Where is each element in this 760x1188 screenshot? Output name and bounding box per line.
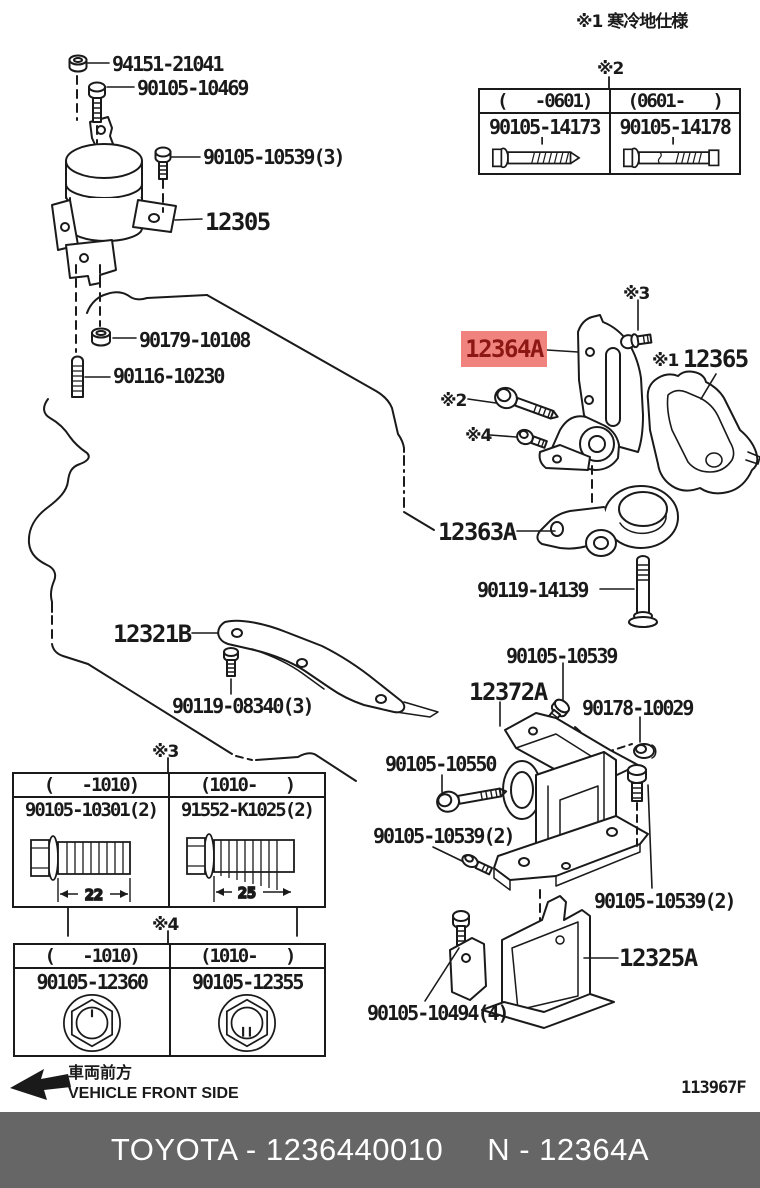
table-0601: ( -0601) (0601- ) 90105-14173 90105-1417…	[478, 88, 741, 175]
footer-fig-number: N - 12364A	[487, 1132, 650, 1167]
part-label-90105-10494-4: 90105-10494(4)	[367, 1001, 510, 1025]
part-label-12325a: 12325A	[619, 944, 698, 972]
marker-note1-12365: ※1	[652, 351, 679, 371]
mount-12372a-drawing	[493, 698, 649, 891]
note1-cold-spec: ※1 寒冷地仕様	[576, 12, 688, 32]
part-label-12365: 12365	[683, 345, 749, 373]
part-label-90105-10539-3: 90105-10539(3)	[203, 145, 346, 169]
bolt-90105-10469-icon	[88, 81, 106, 123]
leader-10539-2a	[432, 846, 463, 862]
part-label-12363a: 12363A	[438, 518, 517, 546]
part-label-90179-10108: 90179-10108	[139, 328, 251, 352]
bolt-10301-drawing: 22	[30, 835, 131, 905]
engine-mount-12305-drawing	[51, 116, 177, 286]
bolt-90105-10539-2a-icon	[461, 853, 494, 876]
table-1010-bolts-header-row: ( -1010) (1010- )	[14, 774, 324, 798]
cover-12365-drawing	[646, 370, 760, 495]
part-label-94151-21041: 94151-21041	[112, 52, 224, 76]
table-0601-header-row: ( -0601) (0601- )	[480, 90, 739, 114]
nut-90178-10029-icon	[633, 743, 657, 759]
table-0601-col2-part: 90105-14178	[619, 115, 732, 139]
bolt-14173-drawing	[492, 137, 581, 169]
table-1010-nuts-col1-header: ( -1010)	[44, 945, 141, 967]
bolt-90119-08340-icon	[223, 647, 239, 677]
table-1010-bolts-col1-part: 90105-10301(2)	[24, 799, 159, 821]
marker-note4-table: ※4	[152, 915, 179, 935]
bolt-k1025-drawing: 25	[186, 833, 295, 903]
part-label-90105-10539-2b: 90105-10539(2)	[594, 889, 737, 913]
marker-note2-bolt: ※2	[440, 391, 467, 411]
marker-note3-table: ※3	[152, 742, 179, 762]
rod-12363a-drawing	[536, 485, 679, 557]
part-label-12321b: 12321B	[113, 620, 192, 648]
bolt-90105-10539-3-icon	[154, 146, 172, 180]
table-1010-bolts-body-row: 90105-10301(2) 22 91552-K1025(2)	[14, 798, 324, 906]
marker-stems	[67, 76, 610, 944]
part-label-12364a: 12364A	[465, 335, 544, 363]
bolt-14178-drawing	[622, 137, 720, 169]
bracket-12325a-drawing	[424, 895, 619, 1029]
footer-bar: TOYOTA - 1236440010 N - 12364A	[0, 1112, 760, 1188]
part-label-12305: 12305	[205, 208, 271, 236]
table-1010-nuts-col2-header: (1010- )	[200, 945, 296, 967]
part-label-90105-10539: 90105-10539	[506, 644, 618, 668]
table-1010-nuts-header-row: ( -1010) (1010- )	[15, 945, 324, 969]
bolt-note2-icon	[494, 386, 559, 420]
part-label-90116-10230: 90116-10230	[113, 364, 225, 388]
bolt-90105-10539-2b-icon	[627, 764, 653, 889]
nut-12355-drawing	[218, 994, 277, 1052]
vehicle-front-label-en: VEHICLE FRONT SIDE	[68, 1085, 239, 1102]
table-0601-body-row: 90105-14173 90105-14178	[480, 114, 739, 173]
nut-90179-10108-icon	[91, 327, 111, 347]
bolt-10301-dim: 22	[85, 886, 103, 904]
nut-12360-drawing	[62, 994, 121, 1052]
table-1010-bolts-col1-header: ( -1010)	[43, 774, 140, 796]
part-label-90119-08340-3: 90119-08340(3)	[172, 694, 315, 718]
table-0601-col2-header: (0601- )	[627, 90, 724, 112]
vehicle-front-arrow-icon	[10, 1069, 71, 1100]
table-1010-bolts: ( -1010) (1010- ) 90105-10301(2) 22	[12, 772, 326, 908]
marker-note2-table: ※2	[597, 59, 624, 79]
marker-note3-bolt: ※3	[623, 284, 650, 304]
bolt-note3-icon	[620, 333, 653, 350]
part-label-90105-10469: 90105-10469	[137, 76, 249, 100]
table-0601-col1-part: 90105-14173	[489, 115, 601, 139]
nut-94151-icon	[68, 54, 88, 73]
table-1010-bolts-col2-header: (1010- )	[199, 774, 296, 796]
part-label-12364a-highlight: 12364A	[461, 331, 547, 367]
part-label-90105-10539-2a: 90105-10539(2)	[373, 824, 516, 848]
vehicle-front-label-jp: 車両前方	[68, 1063, 133, 1082]
table-1010-nuts-col2-part: 90105-12355	[192, 970, 304, 994]
bolt-90105-10550-icon	[436, 787, 508, 813]
stud-90116-10230-icon	[71, 355, 84, 398]
bolt-k1025-dim: 25	[238, 884, 256, 902]
part-label-90178-10029: 90178-10029	[582, 696, 694, 720]
footer-part-number: TOYOTA - 1236440010	[110, 1132, 444, 1167]
part-label-12372a: 12372A	[469, 678, 548, 706]
figure-ref-code: 113967F	[681, 1078, 747, 1098]
engine-outline-drawing	[27, 291, 435, 782]
bracket-12364a-drawing	[538, 314, 644, 471]
table-1010-bolts-col2-part: 91552-K1025(2)	[180, 799, 315, 821]
bracket-12321b-drawing	[217, 619, 439, 718]
centerline-dashes-top	[75, 75, 164, 353]
marker-note4-bolt: ※4	[465, 426, 492, 446]
table-1010-nuts-body-row: 90105-12360 90105-12355	[15, 969, 324, 1055]
table-1010-nuts-col1-part: 90105-12360	[36, 970, 149, 994]
part-label-90105-10550: 90105-10550	[385, 752, 497, 776]
leader-lines-left	[84, 62, 232, 695]
bolt-note4-icon	[516, 428, 548, 449]
leader-lines-mid	[467, 349, 717, 590]
part-label-90119-14139: 90119-14139	[477, 578, 589, 602]
bolt-90119-14139-icon	[628, 555, 658, 628]
table-0601-col1-header: ( -0601)	[497, 90, 593, 112]
table-1010-nuts: ( -1010) (1010- ) 90105-12360 90105-1235…	[13, 943, 326, 1057]
